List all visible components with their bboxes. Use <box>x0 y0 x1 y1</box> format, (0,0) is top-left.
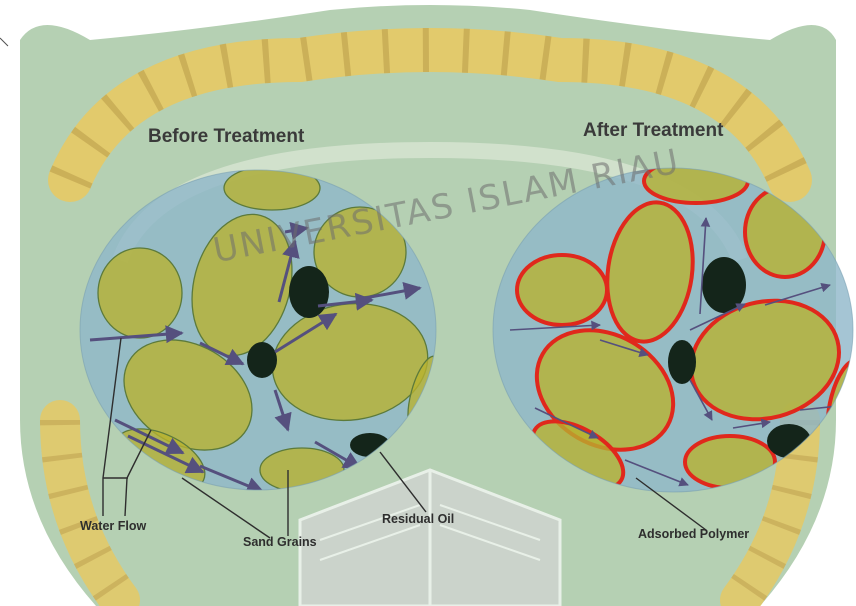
oil-droplet <box>289 266 329 318</box>
oil-droplet <box>668 340 696 384</box>
after-treatment-title: After Treatment <box>583 120 723 142</box>
adsorbed-polymer-label: Adsorbed Polymer <box>638 527 749 541</box>
oil-droplet <box>247 342 277 378</box>
residual-oil-label: Residual Oil <box>382 512 454 526</box>
oil-droplet <box>702 257 746 313</box>
sand-grain <box>98 248 182 338</box>
polymer-coated-grain <box>517 255 607 325</box>
before-treatment-title: Before Treatment <box>148 126 304 148</box>
sand-grains-label: Sand Grains <box>243 535 317 549</box>
water-flow-label: Water Flow <box>80 519 146 533</box>
